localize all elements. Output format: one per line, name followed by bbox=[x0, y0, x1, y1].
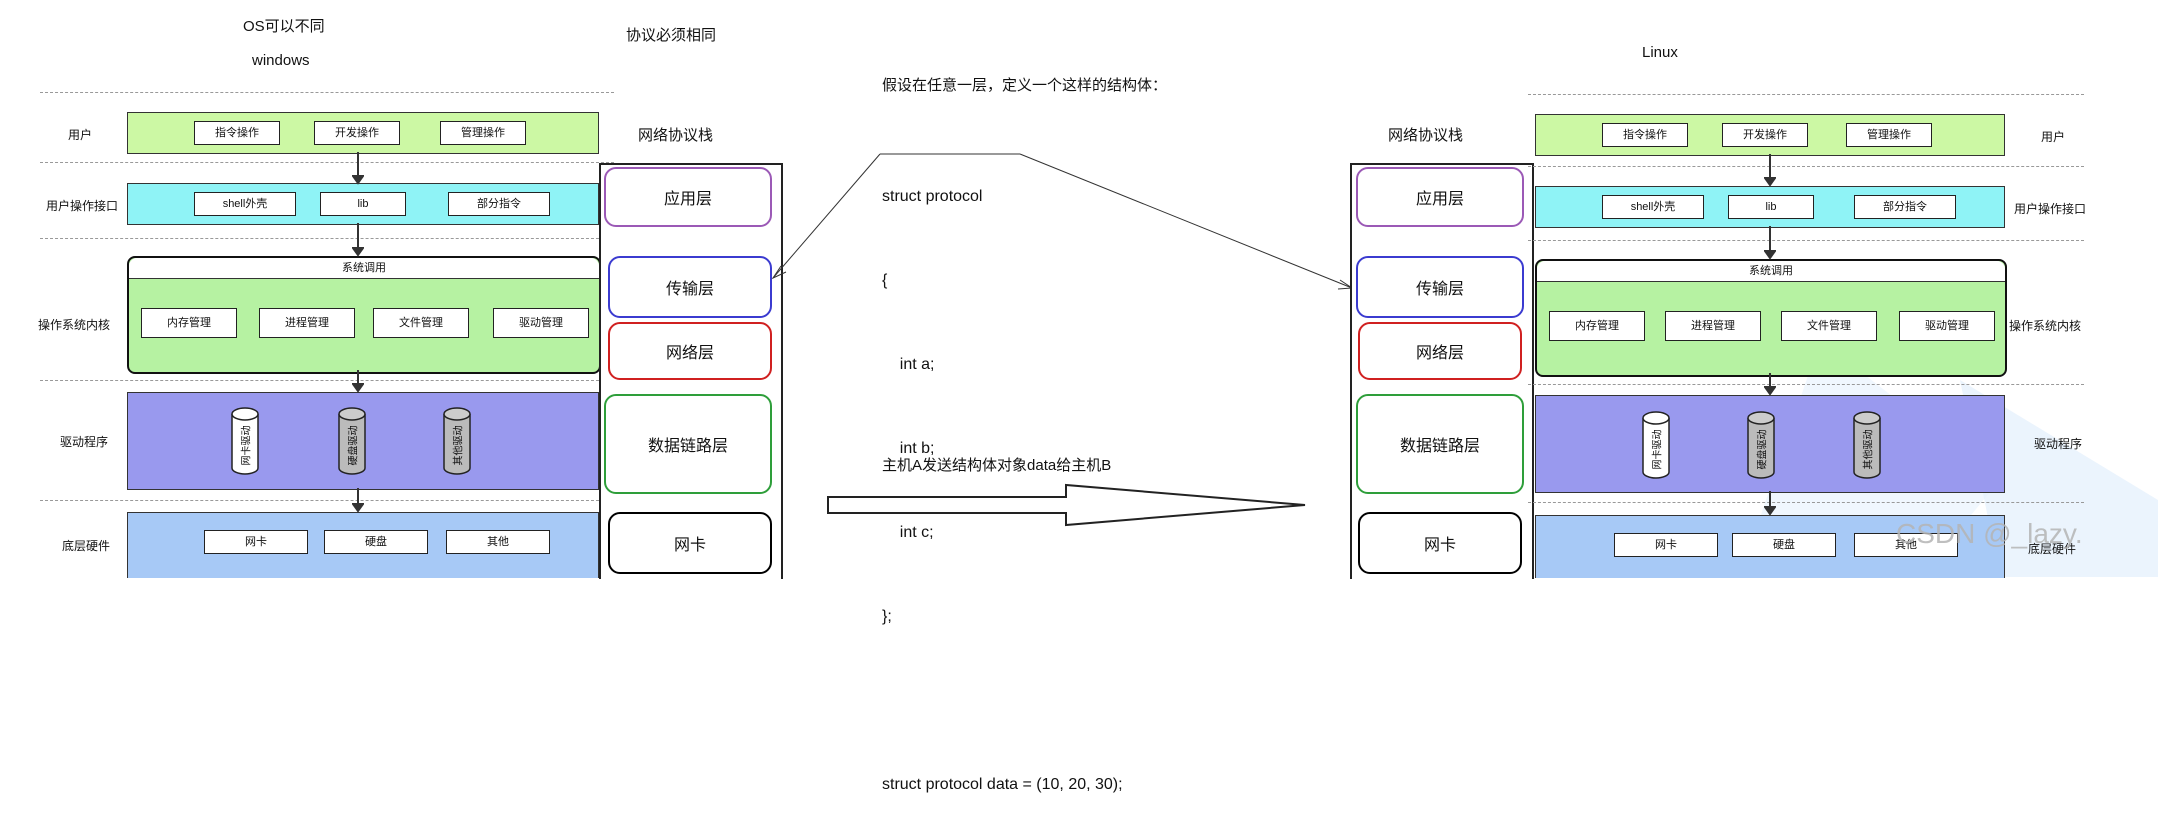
left-kernel-layer: 系统调用 内存管理 进程管理 文件管理 驱动管理 bbox=[127, 256, 601, 374]
left-os-label: windows bbox=[252, 52, 310, 69]
left-hardware-item: 硬盘 bbox=[324, 530, 428, 554]
left-driver-cylinder-disk bbox=[338, 407, 366, 475]
left-stack-title: 网络协议栈 bbox=[638, 127, 714, 144]
right-hardware-layer: 网卡 硬盘 其他 bbox=[1535, 515, 2005, 578]
left-syscall-bar: 系统调用 bbox=[129, 258, 599, 279]
left-user-layer: 指令操作 开发操作 管理操作 bbox=[127, 112, 599, 154]
right-user-item: 开发操作 bbox=[1722, 123, 1808, 147]
right-driver-cylinder-disk bbox=[1747, 411, 1775, 479]
left-hardware-item: 网卡 bbox=[204, 530, 308, 554]
right-user-layer: 指令操作 开发操作 管理操作 bbox=[1535, 114, 2005, 156]
right-stack-transport: 传输层 bbox=[1356, 256, 1524, 318]
right-interface-item: lib bbox=[1728, 195, 1814, 219]
right-stack-application: 应用层 bbox=[1356, 167, 1524, 227]
left-label-user-interface: 用户操作接口 bbox=[46, 199, 119, 213]
send-arrow bbox=[827, 483, 1306, 527]
right-label-user: 用户 bbox=[2041, 130, 2066, 144]
right-kernel-item: 驱动管理 bbox=[1899, 311, 1995, 341]
right-hardware-item: 硬盘 bbox=[1732, 533, 1836, 557]
right-label-hardware: 底层硬件 bbox=[2028, 542, 2077, 556]
right-syscall-bar: 系统调用 bbox=[1537, 261, 2005, 282]
left-user-item: 管理操作 bbox=[440, 121, 526, 145]
right-label-kernel: 操作系统内核 bbox=[2009, 319, 2082, 333]
right-kernel-item: 文件管理 bbox=[1781, 311, 1877, 341]
right-label-user-interface: 用户操作接口 bbox=[2014, 202, 2087, 216]
right-kernel-item: 内存管理 bbox=[1549, 311, 1645, 341]
left-stack-network: 网络层 bbox=[608, 322, 772, 380]
code-line: int a; bbox=[882, 356, 935, 373]
left-user-item: 指令操作 bbox=[194, 121, 280, 145]
left-label-hardware: 底层硬件 bbox=[62, 539, 111, 553]
left-driver-cylinder-nic bbox=[231, 407, 259, 475]
left-hardware-layer: 网卡 硬盘 其他 bbox=[127, 512, 599, 578]
code-line: int b; bbox=[882, 440, 935, 457]
left-label-kernel: 操作系统内核 bbox=[38, 318, 111, 332]
right-stack-network: 网络层 bbox=[1358, 322, 1522, 380]
left-kernel-item: 进程管理 bbox=[259, 308, 355, 338]
right-interface-item: shell外壳 bbox=[1602, 195, 1704, 219]
right-interface-item: 部分指令 bbox=[1854, 195, 1956, 219]
left-stack-application: 应用层 bbox=[604, 167, 772, 227]
left-interface-item: shell外壳 bbox=[194, 192, 296, 216]
left-label-driver: 驱动程序 bbox=[60, 435, 109, 449]
right-user-item: 管理操作 bbox=[1846, 123, 1932, 147]
code-line: struct protocol data = (10, 20, 30); bbox=[882, 776, 1123, 793]
right-driver-cylinder-nic bbox=[1642, 411, 1670, 479]
protocol-note: 协议必须相同 bbox=[626, 27, 717, 44]
code-line bbox=[882, 687, 1123, 715]
right-driver-label: 其他驱动 bbox=[1863, 429, 1875, 470]
os-note: OS可以不同 bbox=[243, 18, 325, 35]
left-interface-layer: shell外壳 lib 部分指令 bbox=[127, 183, 599, 225]
left-hardware-item: 其他 bbox=[446, 530, 550, 554]
right-stack-title: 网络协议栈 bbox=[1388, 127, 1464, 144]
right-stack-datalink: 数据链路层 bbox=[1356, 394, 1524, 494]
right-connector-arrows bbox=[1764, 154, 1776, 516]
left-stack-datalink: 数据链路层 bbox=[604, 394, 772, 494]
left-kernel-item: 驱动管理 bbox=[493, 308, 589, 338]
right-stack-nic: 网卡 bbox=[1358, 512, 1522, 574]
code-line: struct protocol bbox=[882, 188, 983, 205]
left-stack-nic: 网卡 bbox=[608, 512, 772, 574]
middle-connectors bbox=[771, 153, 1354, 527]
left-user-item: 开发操作 bbox=[314, 121, 400, 145]
left-connector-arrows bbox=[352, 152, 364, 512]
left-kernel-item: 内存管理 bbox=[141, 308, 237, 338]
left-interface-item: lib bbox=[320, 192, 406, 216]
left-stack-transport: 传输层 bbox=[608, 256, 772, 318]
send-note: 主机A发送结构体对象data给主机B bbox=[882, 457, 1112, 474]
right-hardware-item: 其他 bbox=[1854, 533, 1958, 557]
left-interface-item: 部分指令 bbox=[448, 192, 550, 216]
right-user-item: 指令操作 bbox=[1602, 123, 1688, 147]
code-line: int c; bbox=[882, 524, 934, 541]
left-label-user: 用户 bbox=[68, 128, 93, 142]
code-line: }; bbox=[882, 608, 892, 625]
right-driver-cylinder-other bbox=[1853, 411, 1881, 479]
left-driver-cylinder-other bbox=[443, 407, 471, 475]
middle-intro: 假设在任意一层，定义一个这样的结构体： bbox=[882, 77, 1168, 94]
left-kernel-item: 文件管理 bbox=[373, 308, 469, 338]
right-hardware-item: 网卡 bbox=[1614, 533, 1718, 557]
right-kernel-item: 进程管理 bbox=[1665, 311, 1761, 341]
right-os-label: Linux bbox=[1642, 44, 1678, 61]
right-driver-label: 硬盘驱动 bbox=[1757, 429, 1769, 470]
csdn-watermark: CSDN @_lazy. bbox=[1896, 518, 2083, 549]
right-driver-label: 网卡驱动 bbox=[1652, 429, 1664, 470]
code-line: { bbox=[882, 272, 888, 289]
right-label-driver: 驱动程序 bbox=[2034, 437, 2083, 451]
